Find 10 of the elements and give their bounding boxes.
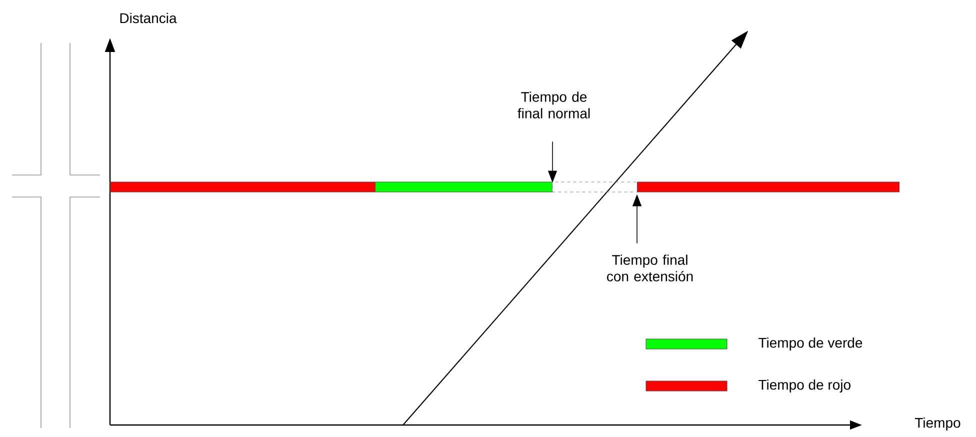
signal-bar: [375, 182, 552, 192]
signal-bar: [110, 182, 376, 192]
legend-label: Tiempo de rojo: [758, 379, 850, 393]
legend-label: Tiempo de verde: [758, 337, 862, 351]
annotation-text: Tiempo de final normal: [518, 92, 590, 118]
extension-segment: [552, 182, 638, 192]
annotation-text: Tiempo final con extensión: [607, 254, 693, 282]
axis-label: Distancia: [120, 12, 177, 24]
signal-bar: [637, 182, 900, 192]
axis-label: Tiempo: [914, 417, 960, 431]
